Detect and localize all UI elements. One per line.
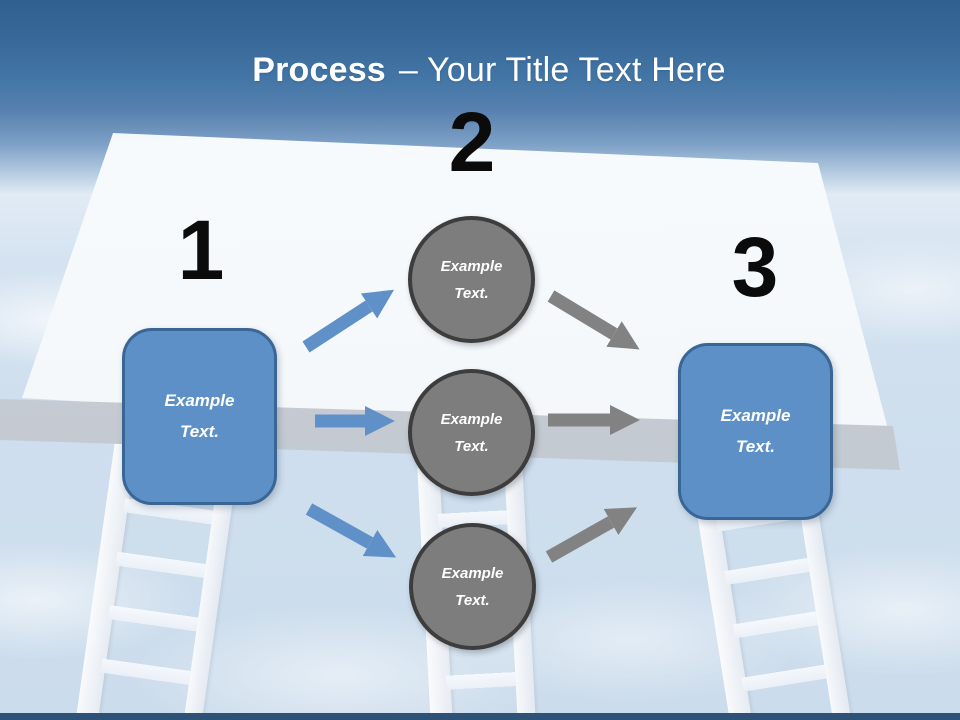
step3-box-label: Example Text. [720, 406, 791, 456]
slide-title: Process – Your Title Text Here [0, 51, 960, 90]
step2-circle-bottom: Example Text. [409, 523, 536, 650]
step1-box-label: Example Text. [164, 391, 235, 441]
title-emphasis: Process [252, 51, 386, 89]
step-number-1: 1 [177, 203, 225, 297]
step-number-3: 3 [731, 220, 779, 314]
circle-middle-label: Example Text. [440, 410, 503, 455]
step3-box: Example Text. [678, 343, 833, 520]
step2-circle-middle: Example Text. [408, 369, 535, 496]
slide-bottom-bar [0, 713, 960, 720]
step1-box: Example Text. [122, 328, 277, 505]
title-rest: – Your Title Text Here [398, 51, 726, 89]
circle-bottom-label: Example Text. [441, 564, 504, 609]
step-number-2: 2 [448, 95, 496, 189]
circle-top-label: Example Text. [440, 257, 503, 302]
step2-circle-top: Example Text. [408, 216, 535, 343]
